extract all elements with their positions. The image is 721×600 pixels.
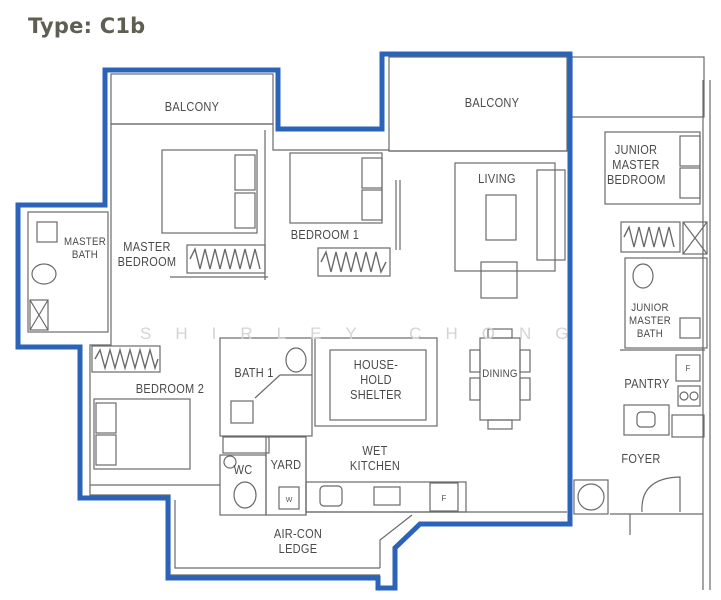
room-label-master-bedroom: MASTER BEDROOM (117, 240, 177, 269)
room-label-bedroom2: BEDROOM 2 (135, 382, 205, 396)
fridge-label-pantry: F (686, 364, 691, 373)
adjacent-balcony (571, 56, 705, 118)
room-label-wet-kitchen: WET KITCHEN (349, 444, 401, 473)
unit-outline (15, 51, 573, 591)
master-bath-walls (27, 211, 109, 333)
washer-label: W (286, 497, 293, 504)
room-label-wc: WC (233, 463, 253, 477)
room-label-dining: DINING (482, 368, 518, 380)
bath1-walls (219, 337, 313, 437)
room-label-junior-master-bath: JUNIOR MASTER BATH (629, 302, 671, 340)
room-label-master-bath: MASTER BATH (64, 236, 106, 261)
master-bed (161, 149, 258, 234)
fridge-label-kitchen: F (442, 494, 447, 503)
unit-type-title: Type: C1b (28, 14, 146, 38)
shelter-inner (329, 349, 427, 421)
shelter-outer (314, 337, 438, 427)
room-label-household-shelter: HOUSE- HOLD SHELTER (350, 358, 402, 402)
living-rug (454, 162, 556, 272)
sofa (536, 169, 566, 261)
watermark: SHIRLEY CHONG (140, 324, 593, 343)
room-label-junior-master-bedroom: JUNIOR MASTER BEDROOM (606, 143, 666, 187)
balcony-left-outline (110, 73, 274, 125)
room-label-yard: YARD (270, 458, 302, 472)
room-label-aircon-ledge: AIR-CON LEDGE (273, 527, 323, 556)
room-label-bath1: BATH 1 (234, 366, 274, 380)
room-label-balcony-left: BALCONY (164, 100, 220, 114)
room-label-bedroom1: BEDROOM 1 (290, 228, 360, 242)
jmb-bath-walls (624, 257, 708, 349)
bedroom2-bed (93, 398, 191, 470)
room-label-pantry: PANTRY (624, 377, 670, 391)
room-label-foyer: FOYER (621, 452, 661, 466)
room-label-balcony-right: BALCONY (464, 96, 520, 110)
room-label-living: LIVING (478, 172, 516, 186)
